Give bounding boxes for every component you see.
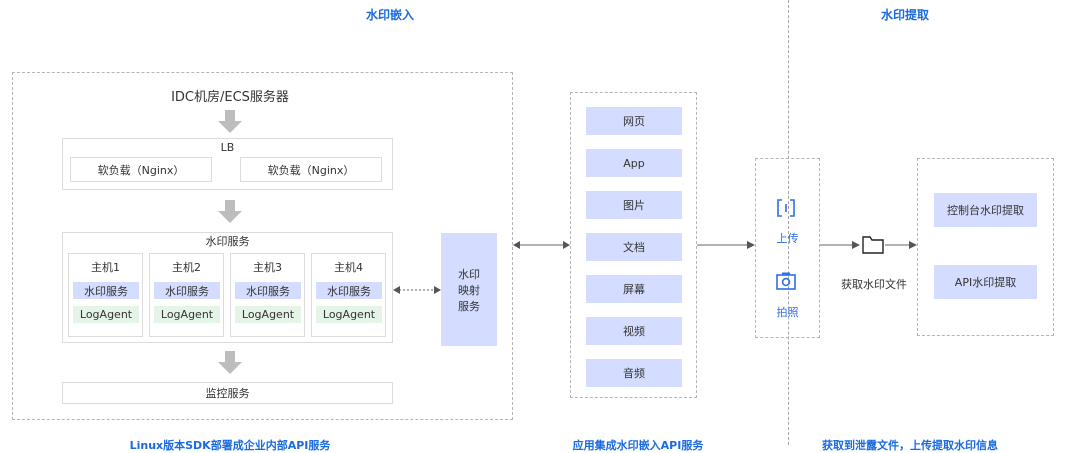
host-name: 主机1 [91, 261, 120, 274]
host-logagent: LogAgent [235, 306, 301, 323]
app-item: 网页 [586, 107, 682, 135]
idc-title: IDC机房/ECS服务器 [171, 89, 289, 105]
bidirectional-arrow [513, 241, 570, 249]
arrow-down-icon [218, 110, 242, 133]
host-logagent: LogAgent [316, 306, 382, 323]
linux-caption: Linux版本SDK部署成企业内部API服务 [129, 439, 331, 452]
mapping-service-line: 映射 [458, 283, 480, 297]
photo-label: 拍照 [776, 306, 799, 319]
arrow-right [697, 241, 755, 249]
watermark-mapping-service: 水印 映射 服务 [441, 233, 497, 346]
linux-deploy-container [12, 72, 513, 420]
app-item: 文档 [586, 233, 682, 261]
mapping-service-line: 水印 [458, 267, 480, 281]
lb-nginx-1: 软负载（Nginx） [70, 157, 212, 182]
app-item: 视频 [586, 317, 682, 345]
camera-icon [776, 272, 796, 290]
extract-caption: 获取到泄露文件，上传提取水印信息 [822, 439, 998, 452]
host-watermark-service: 水印服务 [154, 282, 220, 299]
extract-method: 控制台水印提取 [934, 193, 1037, 227]
host-watermark-service: 水印服务 [316, 282, 382, 299]
folder-icon [862, 236, 884, 254]
mapping-service-line: 服务 [458, 299, 480, 313]
app-item: 图片 [586, 191, 682, 219]
host-name: 主机2 [172, 261, 201, 274]
upload-label: 上传 [776, 232, 799, 245]
app-item: 屏幕 [586, 275, 682, 303]
host-logagent: LogAgent [154, 306, 220, 323]
arrow-right [820, 241, 860, 249]
embed-heading: 水印嵌入 [365, 8, 414, 22]
apps-container [570, 92, 697, 398]
capture-container [755, 158, 820, 338]
extract-method: API水印提取 [934, 265, 1037, 299]
extract-methods-container [917, 158, 1054, 336]
arrow-right [885, 241, 917, 249]
section-divider [788, 0, 789, 445]
host-name: 主机4 [334, 261, 363, 274]
lb-nginx-2: 软负载（Nginx） [240, 157, 382, 182]
arrow-down-icon [218, 351, 242, 374]
apps-caption: 应用集成水印嵌入API服务 [572, 439, 704, 452]
watermark-service-title: 水印服务 [205, 235, 250, 248]
lb-title: LB [220, 140, 235, 154]
scan-frame-icon [777, 199, 795, 217]
app-item: App [586, 149, 682, 177]
monitor-service: 监控服务 [62, 382, 393, 404]
host-logagent: LogAgent [73, 306, 139, 323]
arrow-down-icon [218, 200, 242, 223]
app-item: 音频 [586, 359, 682, 387]
host-name: 主机3 [253, 261, 282, 274]
host-watermark-service: 水印服务 [73, 282, 139, 299]
file-label: 获取水印文件 [841, 278, 907, 291]
host-watermark-service: 水印服务 [235, 282, 301, 299]
dotted-bidirectional-arrow [393, 286, 441, 294]
extract-heading: 水印提取 [880, 8, 929, 22]
